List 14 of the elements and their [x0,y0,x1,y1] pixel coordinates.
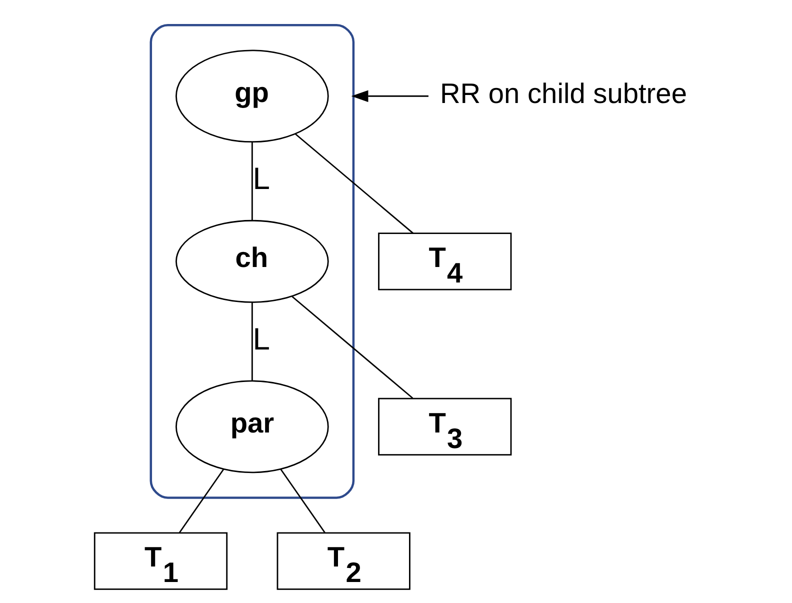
connector [294,133,414,234]
node-ellipse: gp [176,50,329,143]
connector [251,302,253,381]
connector [178,468,224,534]
edge-label: L [252,161,270,196]
connector [292,296,414,399]
node-text: RR on child subtree [440,78,687,110]
connector [280,468,326,534]
node-ellipse: ch [176,220,329,303]
edge-label: L [252,321,270,356]
arrow [351,90,428,102]
cluster [150,24,355,499]
connector [251,142,253,220]
node-ellipse: par [176,380,329,474]
